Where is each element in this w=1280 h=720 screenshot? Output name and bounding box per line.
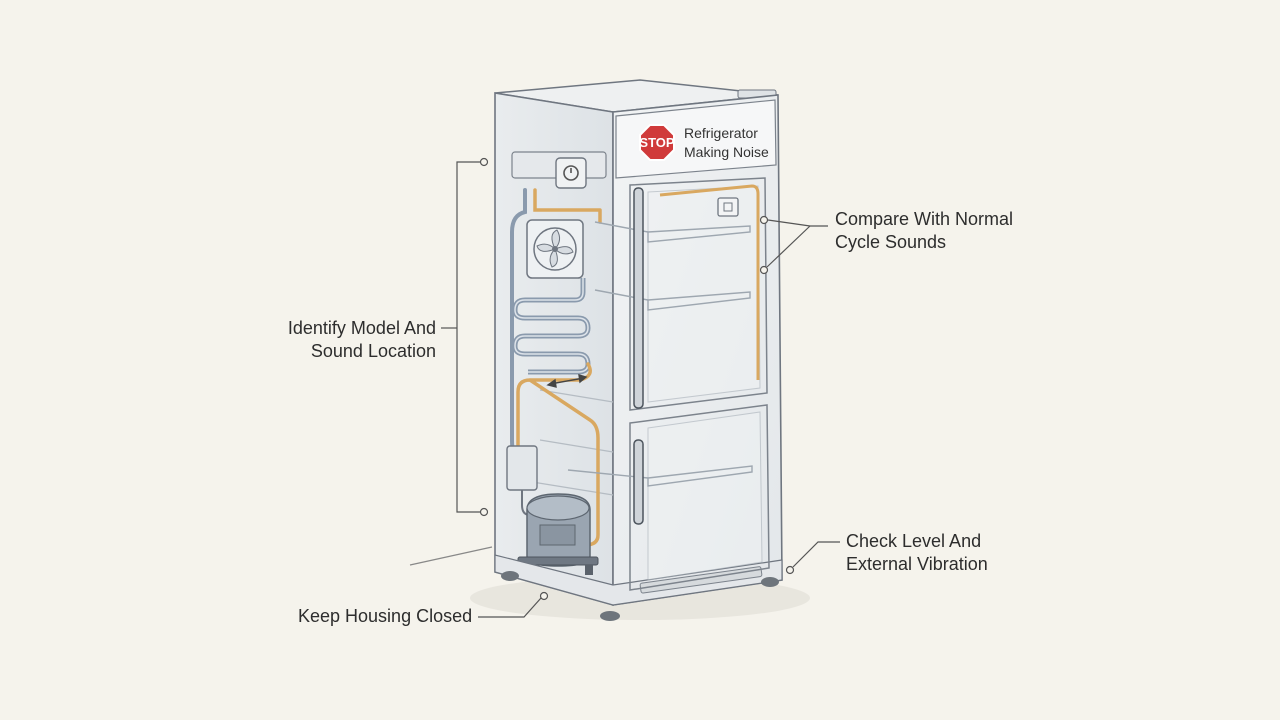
foot: [501, 571, 519, 581]
foot: [600, 611, 620, 621]
foot: [761, 577, 779, 587]
vibration-arrow-icon: [546, 374, 588, 388]
thermostat-dial-icon: [563, 165, 579, 181]
lower-door-inner: [647, 411, 763, 581]
upper-door-handle: [633, 187, 644, 409]
title-line-1: Refrigerator: [684, 125, 758, 141]
relay-box: [506, 445, 538, 491]
coolant-line-orange-side: [533, 188, 602, 224]
upper-door-inner: [647, 185, 761, 403]
callout-identify-line-1: Identify Model And: [287, 318, 436, 338]
leader-lines: [409, 157, 840, 618]
callout-compare-normal-cycle: Compare With Normal Cycle Sounds: [835, 208, 1013, 254]
compressor: [517, 493, 599, 575]
fan-icon: [533, 227, 577, 271]
callout-identify-line-2: Sound Location: [310, 341, 436, 361]
lower-door-handle: [633, 439, 644, 525]
callout-level-line-1: Check Level And: [846, 531, 982, 551]
callout-level-line-2: External Vibration: [846, 554, 988, 574]
door-light-icon: [717, 197, 739, 217]
title-line-2: Making Noise: [684, 144, 769, 160]
fan-blades: [536, 229, 574, 268]
stop-sign-text: STOP: [639, 135, 674, 150]
coolant-line-orange-lower: [516, 362, 600, 547]
lower-door: [629, 404, 770, 591]
callout-compare-line-1: Compare With Normal: [835, 209, 1014, 229]
door-gasket-line: [659, 184, 760, 380]
upper-door: [629, 177, 768, 411]
stop-sign-icon: [639, 124, 675, 161]
callout-identify-model: Identify Model And Sound Location: [276, 317, 436, 363]
callout-housing-line-1: Keep Housing Closed: [298, 606, 473, 626]
callout-keep-housing-closed: Keep Housing Closed: [298, 605, 472, 628]
callout-compare-line-2: Cycle Sounds: [835, 232, 947, 252]
callout-check-level: Check Level And External Vibration: [846, 530, 988, 576]
